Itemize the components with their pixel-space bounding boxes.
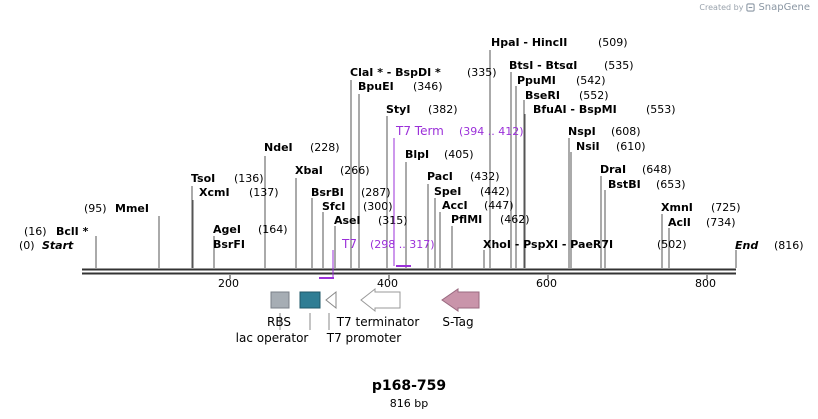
feature-s-tag-label: S-Tag xyxy=(442,315,473,329)
site-xhoi-name: XhoI - PspXI - PaeR7I xyxy=(483,238,613,251)
site-tsoi-position: (136) xyxy=(234,172,264,185)
site-btsi-name: BtsI - BtsαI xyxy=(509,59,577,72)
site-bseri-position: (552) xyxy=(579,89,609,102)
site-bpuei-name: BpuEI xyxy=(358,80,394,93)
site-xcmi-name: XcmI xyxy=(199,186,230,199)
feature-t7-terminator-arrow xyxy=(360,287,401,313)
site-mmei-position: (95) xyxy=(84,202,107,215)
ruler: 200 400 600 800 xyxy=(218,275,716,290)
site-mmei-name: MmeI xyxy=(115,202,149,215)
site-ndei-name: NdeI xyxy=(264,141,293,154)
primer-t7term-name: T7 Term xyxy=(395,124,444,138)
primer-t7-range: (298 .. 317) xyxy=(370,238,435,251)
site-bsrbi-name: BsrBI xyxy=(311,186,344,199)
site-bstbi-position: (653) xyxy=(656,178,686,191)
feature-rbs-label: RBS xyxy=(267,315,291,329)
site-blpi-name: BlpI xyxy=(405,148,429,161)
site-xmni-name: XmnI xyxy=(661,201,693,214)
site-pflmi-name: PflMI xyxy=(451,213,482,226)
site-bcli-name: BclI * xyxy=(56,225,89,238)
feature-rbs-box xyxy=(270,291,290,309)
site-drai-position: (648) xyxy=(642,163,672,176)
site-btsi-position: (535) xyxy=(604,59,634,72)
enzyme-labels: (16) BclI * (95) MmeI TsoI (136) XcmI (1… xyxy=(24,36,741,251)
site-blpi-position: (405) xyxy=(444,148,474,161)
site-agei-name: AgeI xyxy=(213,223,241,236)
tick-label-800: 800 xyxy=(695,277,716,290)
feature-lac-operator-label: lac operator xyxy=(236,331,309,345)
start-position: (0) xyxy=(19,239,35,252)
site-hpai-name: HpaI - HincII xyxy=(491,36,567,49)
features: RBS lac operator T7 promoter T7 terminat… xyxy=(236,287,480,345)
tick-label-200: 200 xyxy=(218,277,239,290)
site-ndei-position: (228) xyxy=(310,141,340,154)
start-end-labels: (0) Start End (816) xyxy=(19,239,804,252)
site-styi-position: (382) xyxy=(428,103,458,116)
site-acli-position: (734) xyxy=(706,216,736,229)
end-label: End xyxy=(735,239,758,252)
site-bfuai-name: BfuAI - BspMI xyxy=(533,103,617,116)
site-drai-name: DraI xyxy=(600,163,626,176)
site-nspi-name: NspI xyxy=(568,125,596,138)
site-nspi-position: (608) xyxy=(611,125,641,138)
site-bcli-position: (16) xyxy=(24,225,47,238)
feature-t7-terminator-label: T7 terminator xyxy=(336,315,420,329)
site-xhoi-position: (502) xyxy=(657,238,687,251)
site-bseri-name: BseRI xyxy=(525,89,560,102)
feature-t7-promoter-arrow xyxy=(325,290,337,310)
site-nsii-position: (610) xyxy=(616,140,646,153)
site-acli-name: AclI xyxy=(668,216,691,229)
snapgene-watermark: Created by SnapGene xyxy=(699,2,810,13)
site-tsoi-name: TsoI xyxy=(191,172,215,185)
feature-lac-operator-box xyxy=(299,291,321,309)
site-bfuai-position: (553) xyxy=(646,103,676,116)
primer-t7term-range: (394 .. 412) xyxy=(459,125,524,138)
site-hpai-position: (509) xyxy=(598,36,628,49)
backbone xyxy=(82,268,736,275)
site-styi-name: StyI xyxy=(386,103,410,116)
site-paci-position: (432) xyxy=(470,170,500,183)
watermark-prefix: Created by xyxy=(699,3,744,12)
site-ppumi-position: (542) xyxy=(576,74,606,87)
site-asei-name: AseI xyxy=(334,214,361,227)
site-xbai-position: (266) xyxy=(340,164,370,177)
site-sfci-name: SfcI xyxy=(322,200,345,213)
plasmid-length: 816 bp xyxy=(389,397,429,410)
site-clai-name: ClaI * - BspDI * xyxy=(350,66,441,79)
feature-t7-promoter-label: T7 promoter xyxy=(326,331,402,345)
site-bstbi-name: BstBI xyxy=(608,178,641,191)
tick-label-400: 400 xyxy=(377,277,398,290)
site-xcmi-position: (137) xyxy=(249,186,279,199)
cut-site-lines xyxy=(95,50,737,268)
site-bsrbi-position: (287) xyxy=(361,186,391,199)
site-ppumi-name: PpuMI xyxy=(517,74,556,87)
site-spei-name: SpeI xyxy=(434,185,461,198)
site-bpuei-position: (346) xyxy=(413,80,443,93)
start-label: Start xyxy=(42,239,74,252)
site-xmni-position: (725) xyxy=(711,201,741,214)
primers: T7 Term (394 .. 412) T7 (298 .. 317) xyxy=(319,124,524,279)
watermark-brand: SnapGene xyxy=(758,2,810,13)
site-paci-name: PacI xyxy=(427,170,453,183)
feature-s-tag-arrow xyxy=(441,288,480,312)
snapgene-logo-icon xyxy=(746,3,756,12)
plasmid-name: p168-759 xyxy=(371,378,447,394)
site-bsrfi-position: (164) xyxy=(258,223,288,236)
site-clai-position: (335) xyxy=(467,66,497,79)
site-nsii-name: NsiI xyxy=(576,140,600,153)
site-xbai-name: XbaI xyxy=(295,164,323,177)
site-bsrfi-name: BsrFI xyxy=(213,238,245,251)
site-acci-position: (447) xyxy=(484,199,514,212)
site-spei-position: (442) xyxy=(480,185,510,198)
site-acci-name: AccI xyxy=(442,199,468,212)
tick-label-600: 600 xyxy=(536,277,557,290)
primer-t7-name: T7 xyxy=(341,237,357,251)
end-position: (816) xyxy=(774,239,804,252)
site-asei-position: (315) xyxy=(378,214,408,227)
site-pflmi-position: (462) xyxy=(500,213,530,226)
site-sfci-position: (300) xyxy=(363,200,393,213)
